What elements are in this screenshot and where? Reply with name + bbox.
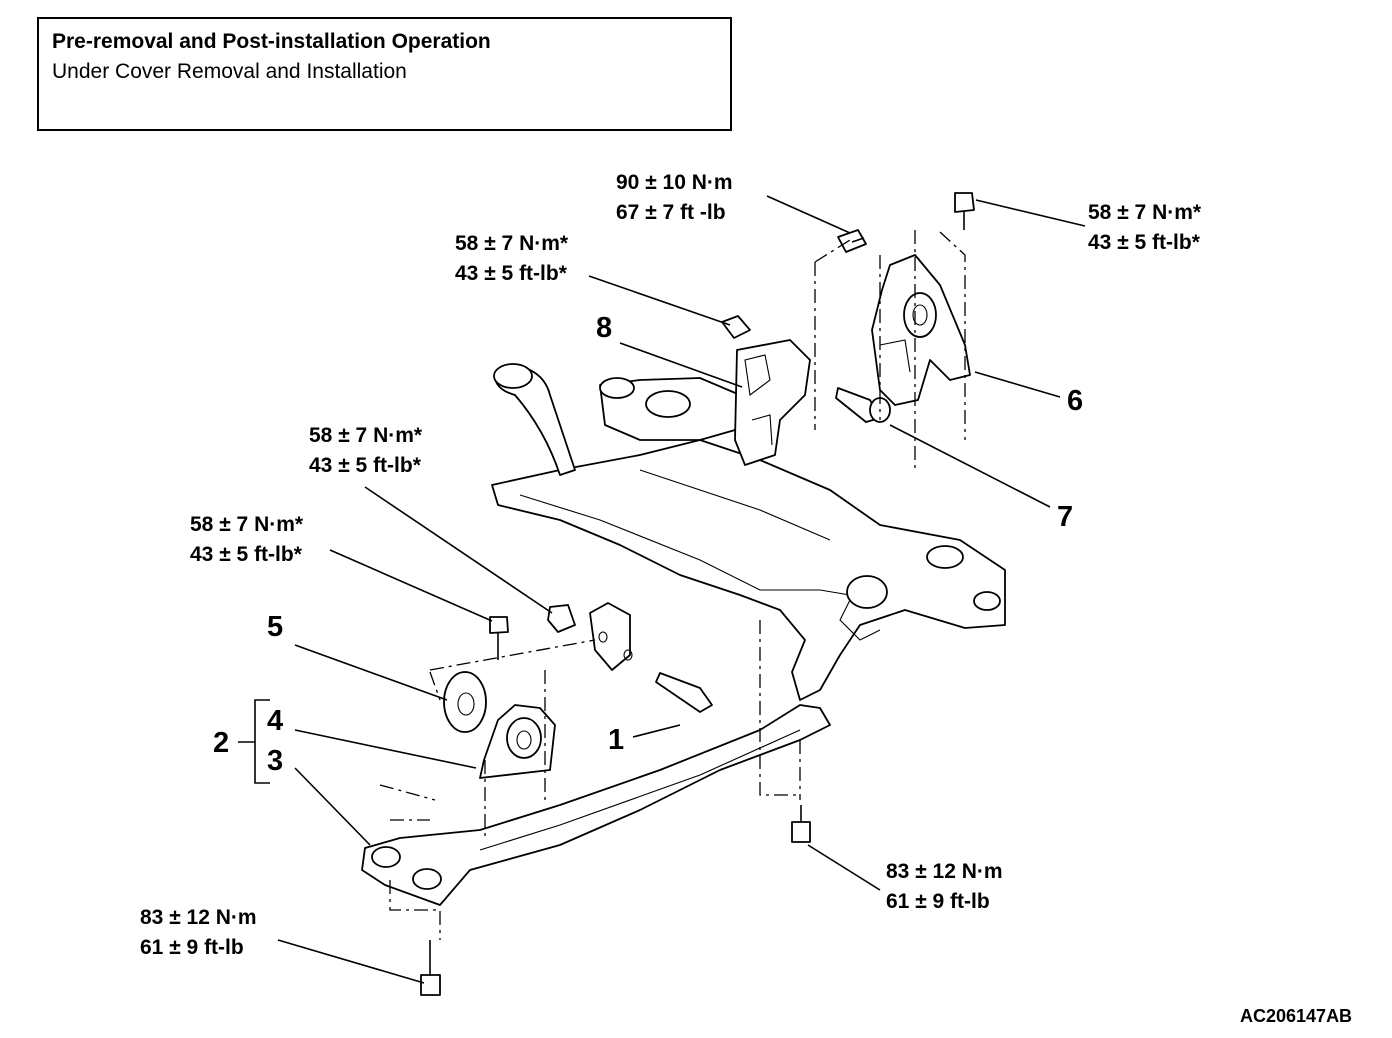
bolt-bottom-left bbox=[420, 940, 441, 996]
torque-label-bottom-left: 83 ± 12 N·m 61 ± 9 ft-lb bbox=[140, 903, 257, 963]
mount-insulator-4 bbox=[479, 704, 556, 779]
figure-id: AC206147AB bbox=[1240, 1006, 1353, 1026]
bolt-top-center bbox=[837, 229, 867, 253]
torque-metric: 58 ± 7 N·m* bbox=[1088, 201, 1202, 224]
torque-imperial: 61 ± 9 ft-lb bbox=[886, 890, 990, 913]
callout-7: 7 bbox=[1057, 501, 1074, 533]
torque-imperial: 61 ± 9 ft-lb bbox=[140, 936, 244, 959]
nut-upper-left bbox=[721, 315, 751, 339]
mount-6 bbox=[871, 254, 971, 406]
header-box: Pre-removal and Post-installation Operat… bbox=[37, 17, 732, 131]
nut-middle-left bbox=[547, 604, 576, 633]
torque-metric: 83 ± 12 N·m bbox=[886, 860, 1003, 883]
torque-metric: 58 ± 7 N·m* bbox=[190, 513, 304, 536]
torque-label-upper-left: 58 ± 7 N·m* 43 ± 5 ft-lb* bbox=[455, 229, 568, 289]
washer-5 bbox=[443, 671, 487, 733]
bolt-1 bbox=[655, 672, 713, 713]
torque-imperial: 43 ± 5 ft-lb* bbox=[455, 262, 567, 285]
torque-label-top-center: 90 ± 10 N·m 67 ± 7 ft -lb bbox=[616, 168, 733, 228]
torque-label-lower-left: 58 ± 7 N·m* 43 ± 5 ft-lb* bbox=[190, 510, 303, 570]
bracket-front bbox=[589, 602, 633, 671]
torque-label-top-right: 58 ± 7 N·m* 43 ± 5 ft-lb* bbox=[1088, 198, 1201, 258]
torque-imperial: 43 ± 5 ft-lb* bbox=[309, 454, 421, 477]
crossmember-3 bbox=[361, 704, 831, 906]
torque-metric: 83 ± 12 N·m bbox=[140, 906, 257, 929]
torque-imperial: 67 ± 7 ft -lb bbox=[616, 201, 726, 224]
torque-imperial: 43 ± 5 ft-lb* bbox=[1088, 231, 1200, 254]
callout-1: 1 bbox=[608, 724, 625, 756]
assembly-lines bbox=[379, 230, 966, 940]
torque-metric: 90 ± 10 N·m bbox=[616, 171, 733, 194]
header-subtitle: Under Cover Removal and Installation bbox=[52, 60, 407, 83]
callout-4: 4 bbox=[267, 705, 284, 737]
header-title: Pre-removal and Post-installation Operat… bbox=[52, 30, 491, 53]
bolt-lower-left bbox=[489, 616, 509, 660]
bracket-8 bbox=[734, 339, 811, 466]
bolt-top-right bbox=[954, 192, 975, 230]
torque-label-bottom-right: 83 ± 12 N·m 61 ± 9 ft-lb bbox=[886, 857, 1003, 917]
leader-lines bbox=[238, 195, 1086, 984]
callout-2: 2 bbox=[213, 727, 230, 759]
torque-imperial: 43 ± 5 ft-lb* bbox=[190, 543, 302, 566]
torque-metric: 58 ± 7 N·m* bbox=[309, 424, 423, 447]
torque-metric: 58 ± 7 N·m* bbox=[455, 232, 569, 255]
bolt-bottom-right bbox=[791, 805, 811, 843]
callout-6: 6 bbox=[1067, 385, 1084, 417]
torque-label-middle-left: 58 ± 7 N·m* 43 ± 5 ft-lb* bbox=[309, 421, 422, 481]
callout-8: 8 bbox=[596, 312, 613, 344]
callout-5: 5 bbox=[267, 611, 284, 643]
callout-3: 3 bbox=[267, 745, 284, 777]
